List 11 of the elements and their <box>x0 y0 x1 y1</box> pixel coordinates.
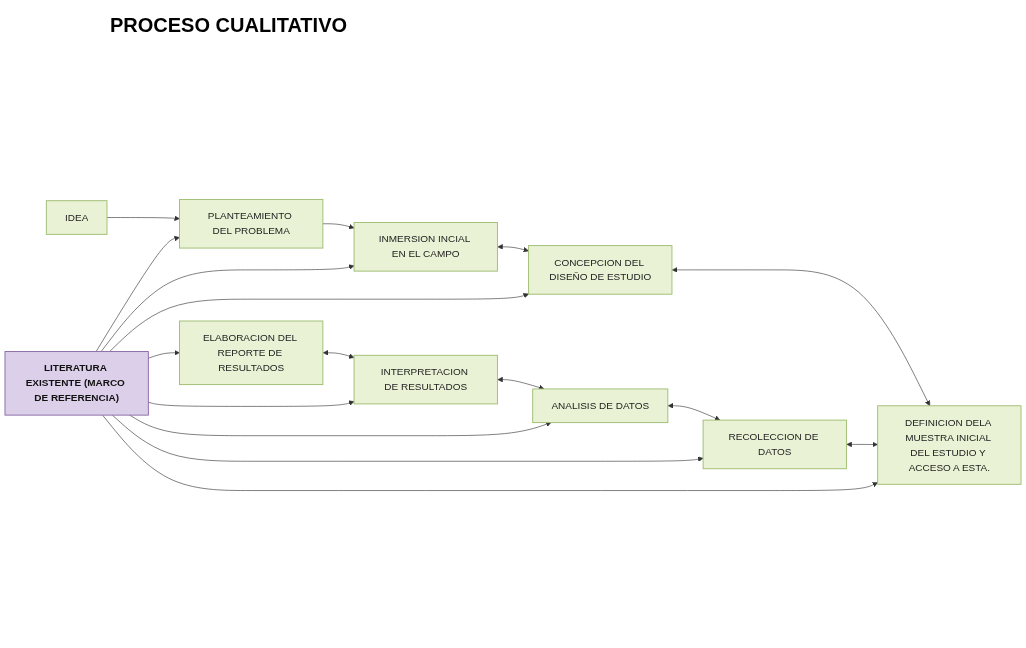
node-box: INMERSION INCIAL EN EL CAMPO <box>353 222 498 272</box>
node-box: LITERATURA EXISTENTE (MARCO DE REFERENCIA) <box>4 351 149 416</box>
node-box: IDEA <box>45 200 108 235</box>
node-box: DEFINICION DELA MUESTRA INICIAL DEL ESTUDIO Y ACCESO A ESTA. <box>877 405 1022 485</box>
node-box: ANALISIS DE DATOS <box>532 388 669 424</box>
node-box: CONCEPCION DEL DISEÑO DE ESTUDIO <box>528 245 673 295</box>
node-box: RECOLECCION DE DATOS <box>702 419 847 470</box>
node-box: INTERPRETACION DE RESULTADOS <box>353 354 498 405</box>
node-box: PLANTEAMIENTO DEL PROBLEMA <box>179 199 324 249</box>
node-box: ELABORACION DEL REPORTE DE RESULTADOS <box>179 320 324 386</box>
diagram-title: PROCESO CUALITATIVO <box>110 14 348 37</box>
